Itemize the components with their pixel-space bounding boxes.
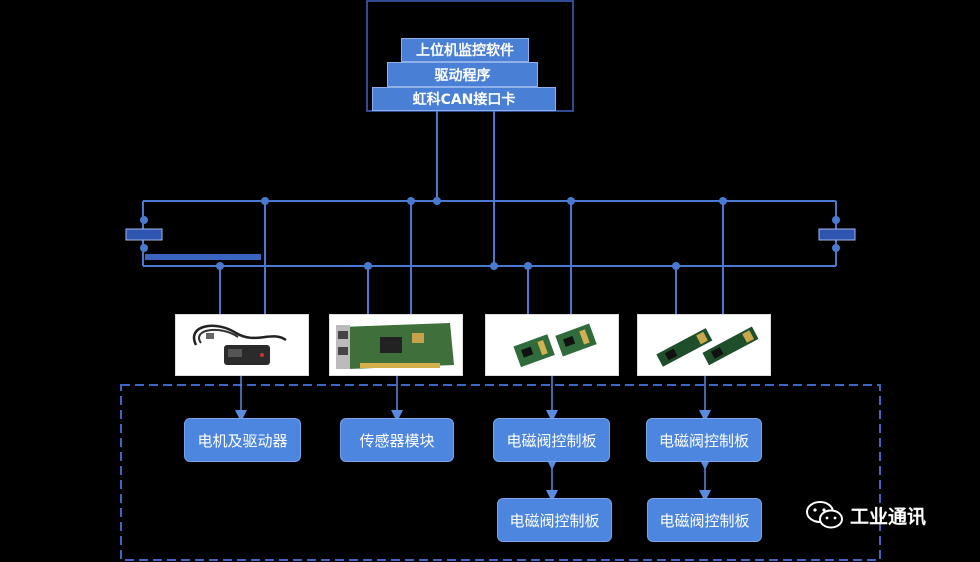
- terminator-left: [125, 228, 163, 241]
- device-photo-mini-boards: [485, 314, 619, 376]
- valve-board-a1: 电磁阀控制板: [493, 418, 610, 462]
- wechat-icon: [806, 501, 843, 529]
- system-boundary: [120, 384, 881, 561]
- valve-board-b1: 电磁阀控制板: [646, 418, 762, 462]
- bus-highlight: [145, 254, 261, 260]
- valve-board-a2: 电磁阀控制板: [497, 498, 612, 542]
- device-photo-usb-can: [175, 314, 309, 376]
- watermark: 工业通讯: [806, 500, 926, 530]
- valve-board-b2: 电磁阀控制板: [647, 498, 762, 542]
- pci-can-card-icon: [336, 323, 454, 369]
- driver-tier: 驱动程序: [387, 62, 538, 87]
- motor-driver-box: 电机及驱动器: [184, 418, 301, 462]
- device-photo-pci-card: [329, 314, 463, 376]
- mini-can-boards-icon: [513, 323, 597, 368]
- device-photo-m2-modules: [637, 314, 771, 376]
- terminator-right: [818, 228, 856, 241]
- m2-can-modules-icon: [656, 326, 759, 367]
- junction-dots: [140, 197, 840, 270]
- usb-can-adapter-icon: [192, 324, 287, 365]
- software-tier: 上位机监控软件: [401, 38, 529, 62]
- card-tier: 虹科CAN接口卡: [372, 87, 556, 111]
- host-frame: [366, 0, 574, 112]
- sensor-module-box: 传感器模块: [340, 418, 454, 462]
